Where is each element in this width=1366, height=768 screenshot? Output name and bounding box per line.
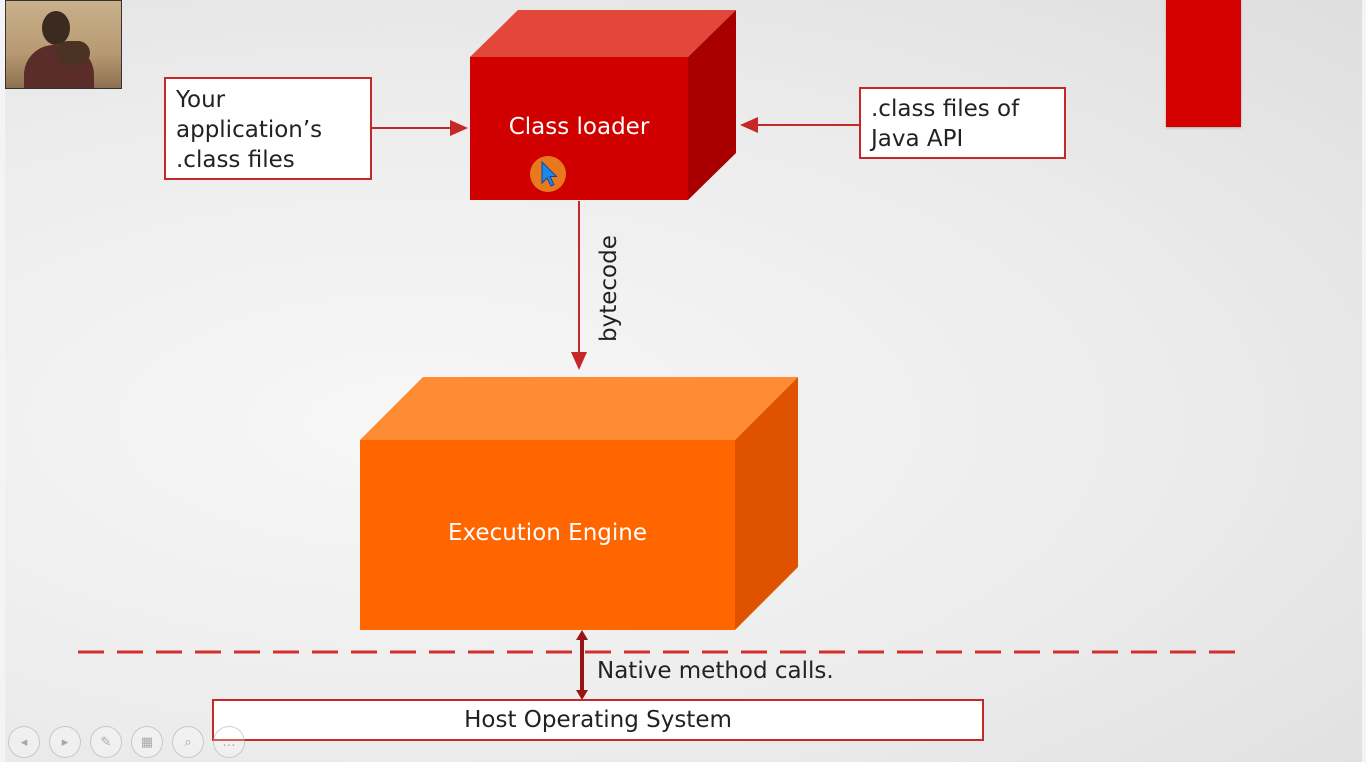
next-icon[interactable]: ▸ <box>49 726 81 758</box>
more-icon[interactable]: … <box>213 726 245 758</box>
bottom-frame-strip <box>0 762 1366 768</box>
presenter-webcam <box>5 0 122 89</box>
java-api-class-files-box: .class files of Java API <box>859 87 1066 159</box>
native-calls-arrow <box>576 630 588 700</box>
engine-front-face <box>360 440 735 630</box>
previous-icon[interactable]: ◂ <box>8 726 40 758</box>
engine-top-face <box>360 377 798 440</box>
class-loader-front-face <box>470 57 688 200</box>
slideshow-nav-bar: ◂ ▸ ✎ ▦ ⌕ … <box>8 726 245 758</box>
host-operating-system-box: Host Operating System <box>212 699 984 741</box>
red-accent-tab <box>1166 0 1241 127</box>
left-frame-edge <box>0 0 5 768</box>
mouse-pointer-icon <box>530 156 566 192</box>
zoom-icon[interactable]: ⌕ <box>172 726 204 758</box>
class-loader-label: Class loader <box>508 114 650 140</box>
engine-side-face <box>735 377 798 630</box>
class-loader-top-face <box>470 10 736 57</box>
execution-engine-label: Execution Engine <box>447 520 647 546</box>
class-loader-side-face <box>688 10 736 200</box>
native-method-calls-label: Native method calls. <box>597 658 834 684</box>
slides-icon[interactable]: ▦ <box>131 726 163 758</box>
class-loader-cube <box>470 10 736 200</box>
right-frame-edge <box>1362 0 1366 768</box>
pen-icon[interactable]: ✎ <box>90 726 122 758</box>
bytecode-label: bytecode <box>596 235 622 343</box>
app-class-files-box: Your application’s .class files <box>164 77 372 180</box>
execution-engine-cube <box>360 377 798 630</box>
